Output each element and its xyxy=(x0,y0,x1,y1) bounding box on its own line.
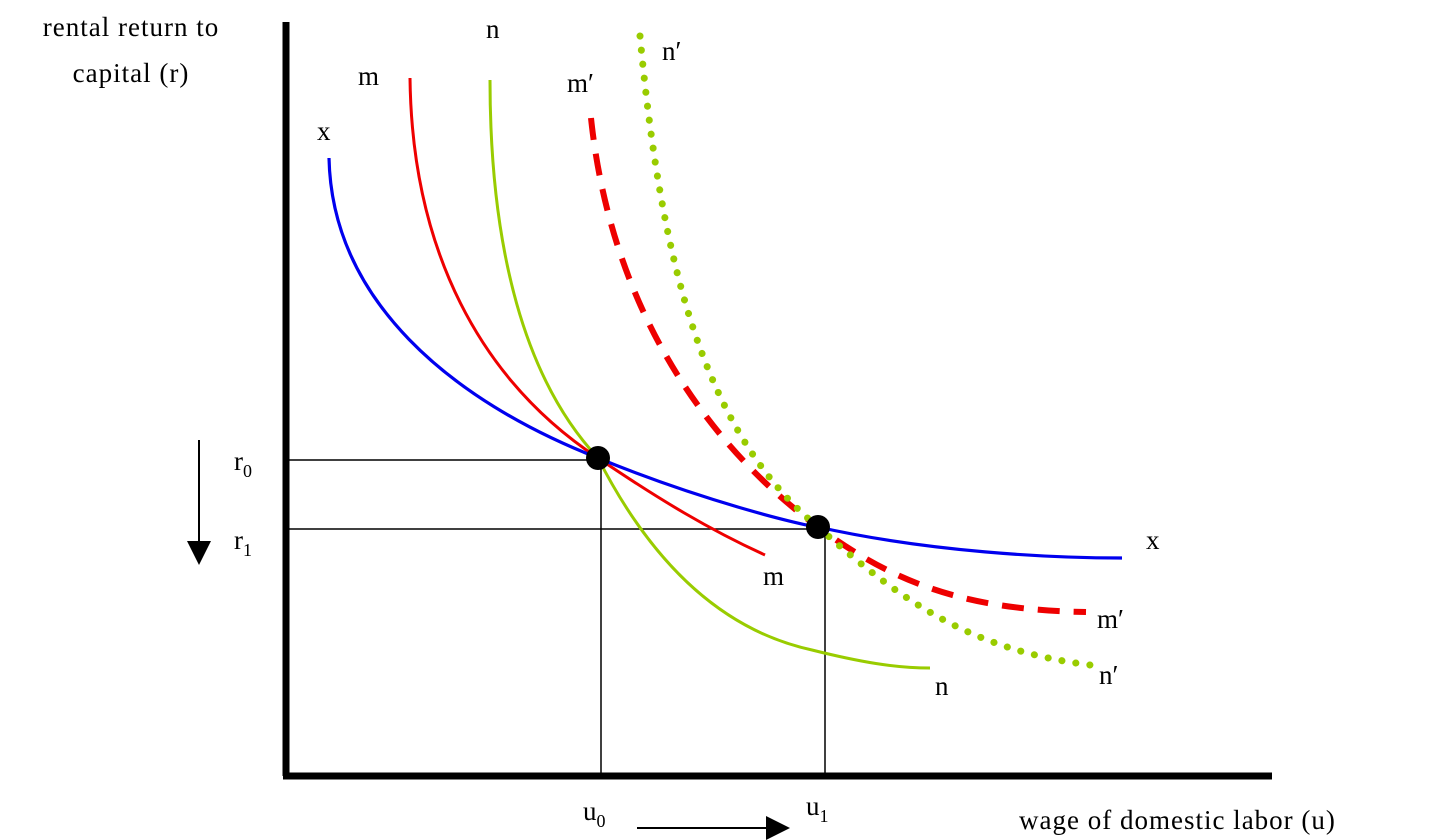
equilibrium-point-initial xyxy=(586,446,610,470)
u-increase-arrow xyxy=(637,816,790,840)
curve-m-prime-label-end: m′ xyxy=(1097,604,1124,634)
tick-label-r0: r0 xyxy=(234,446,252,481)
curve-m-prime xyxy=(588,117,1087,615)
curve-m-prime-label-top: m′ xyxy=(567,68,594,98)
y-axis-title-line1: rental return to xyxy=(43,12,219,42)
y-axis-title-line2: capital (r) xyxy=(73,58,190,88)
curve-n-label-top: n xyxy=(486,14,500,44)
x-axis-title: wage of domestic labor (u) xyxy=(1019,805,1336,835)
curve-m-label-end: m xyxy=(763,561,784,591)
curve-m-label-top: m xyxy=(358,61,379,91)
curve-m xyxy=(408,77,766,557)
tick-label-r1: r1 xyxy=(234,525,252,560)
curve-n-prime xyxy=(636,32,1094,669)
curve-n-label-end: n xyxy=(935,671,949,701)
r-decrease-arrow xyxy=(187,440,211,565)
curve-n xyxy=(488,79,931,670)
tick-label-u0: u0 xyxy=(583,796,606,831)
curve-n-prime-label-end: n′ xyxy=(1099,660,1118,690)
tick-label-u1: u1 xyxy=(806,791,829,826)
equilibrium-point-new xyxy=(806,515,830,539)
curve-x-label-end: x xyxy=(1146,525,1160,555)
curve-x-label-top: x xyxy=(317,116,331,146)
curve-x xyxy=(327,157,1123,560)
curve-n-prime-label-top: n′ xyxy=(662,36,681,66)
